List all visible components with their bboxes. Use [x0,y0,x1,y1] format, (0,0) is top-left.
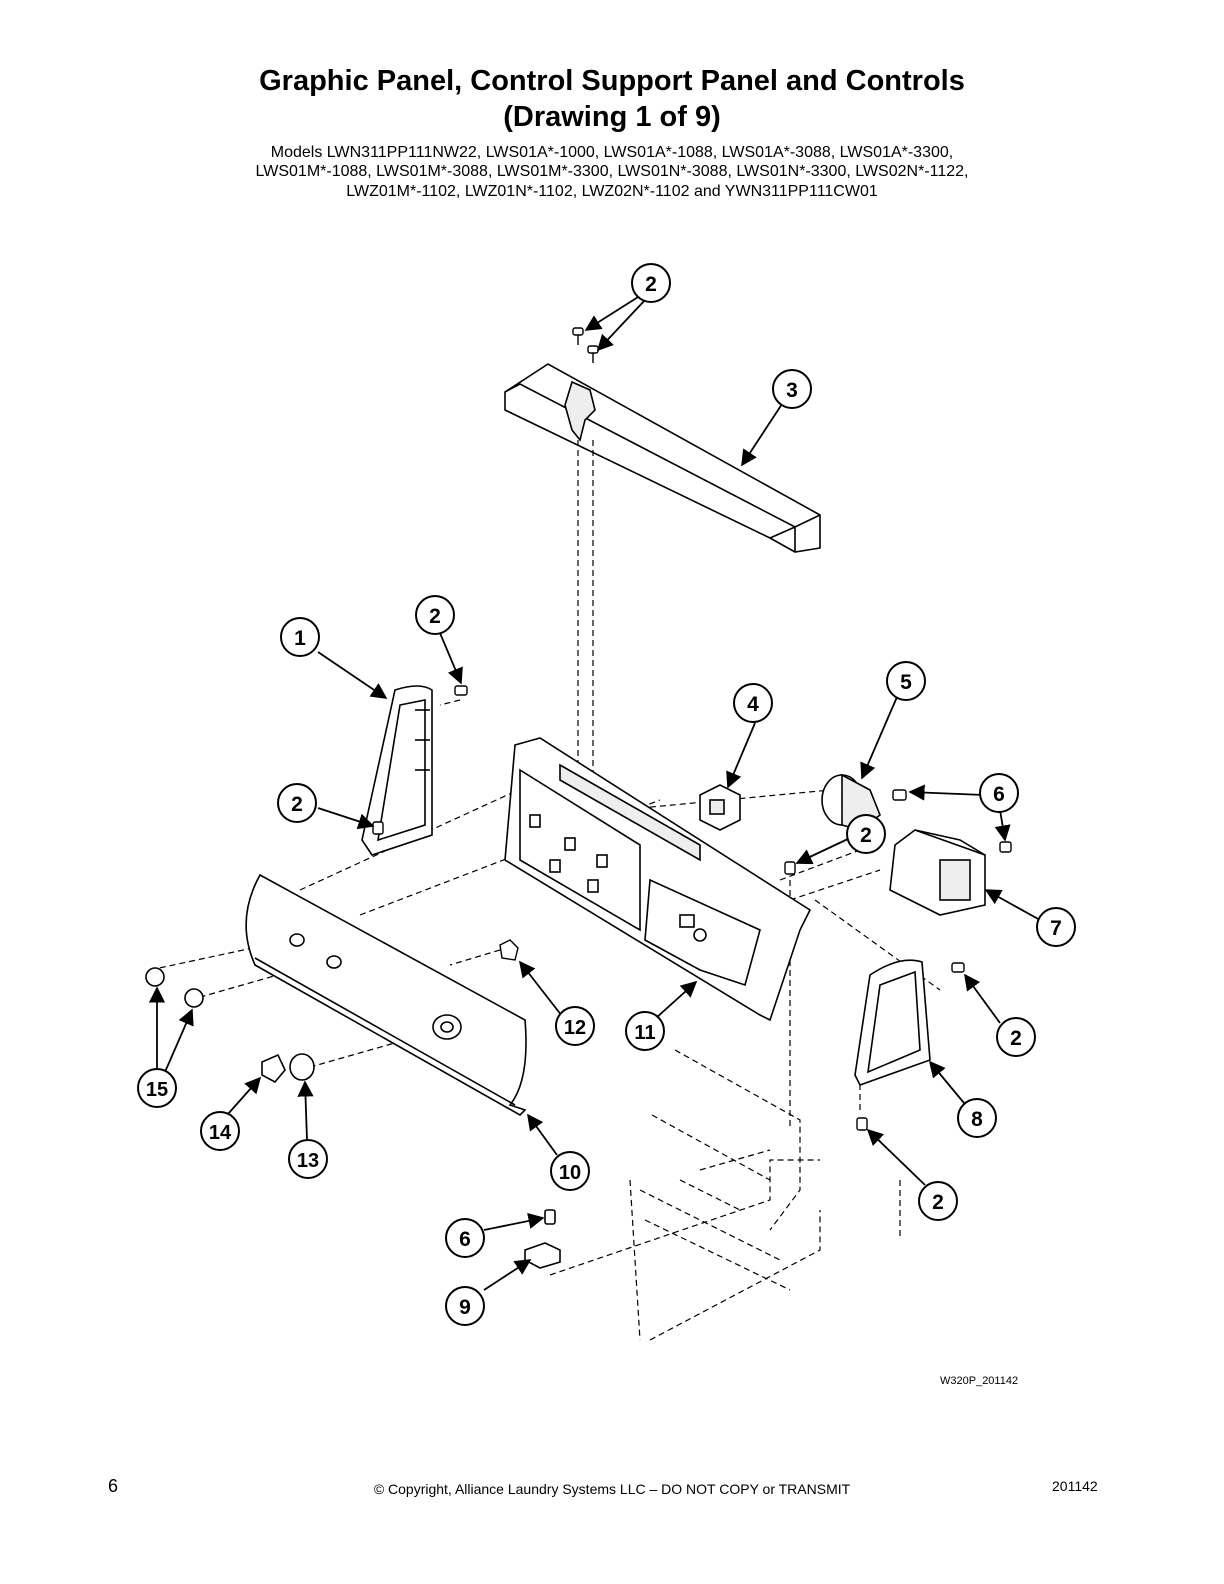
screws-top [572,327,599,363]
svg-text:7: 7 [1050,917,1062,940]
svg-text:4: 4 [747,693,759,716]
models-line-1: Models LWN311PP111NW22, LWS01A*-1000, LW… [270,144,954,161]
screw-part5 [892,789,907,801]
svg-text:8: 8 [971,1108,983,1131]
svg-text:15: 15 [146,1079,168,1101]
part-knob-and-disc [261,1053,315,1084]
callouts: 2 3 1 2 4 5 6 2 2 7 12 11 2 15 8 14 13 1… [137,263,1076,1326]
page-number: 6 [108,1476,119,1496]
callout-2-top: 2 [631,263,671,303]
callout-6-bottom: 6 [445,1218,485,1258]
part-top-panel [504,363,821,553]
callout-12: 12 [555,1006,595,1046]
svg-text:2: 2 [860,824,872,847]
svg-text:2: 2 [932,1191,944,1214]
callout-7: 7 [1036,907,1076,947]
copyright-notice: © Copyright, Alliance Laundry Systems LL… [373,1481,851,1497]
callout-14: 14 [200,1111,240,1151]
page-subtitle: (Drawing 1 of 9) [503,101,721,133]
callout-13: 13 [288,1139,328,1179]
svg-text:14: 14 [209,1122,232,1144]
drawing-code: W320P_201142 [940,1375,1019,1387]
part-left-end-cap [361,685,433,856]
callout-2-mid: 2 [846,814,886,854]
svg-text:6: 6 [993,783,1005,806]
svg-text:1: 1 [294,627,306,650]
part-switch-block [699,784,741,831]
svg-text:5: 5 [900,671,912,694]
callout-11: 11 [625,1011,665,1051]
svg-text:2: 2 [1010,1027,1022,1050]
callout-2-right: 2 [996,1017,1036,1057]
callout-3: 3 [772,369,812,409]
screws-timer [784,841,1012,875]
callout-4: 4 [733,683,773,723]
part-timer [889,829,986,916]
callout-1: 1 [280,617,320,657]
svg-text:2: 2 [291,793,303,816]
screws-left-cap [372,685,468,835]
document-code: 201142 [1052,1478,1098,1494]
models-line-2: LWS01M*-1088, LWS01M*-3088, LWS01M*-3300… [255,163,969,180]
callout-10: 10 [550,1151,590,1191]
svg-text:3: 3 [786,379,798,402]
svg-text:11: 11 [634,1022,655,1044]
svg-text:10: 10 [559,1162,581,1184]
callout-2-left-lower: 2 [277,783,317,823]
leader-lines [148,296,1041,1291]
callout-8: 8 [957,1098,997,1138]
callout-2-bottom: 2 [918,1181,958,1221]
svg-text:12: 12 [564,1017,586,1039]
part-graphic-panel [245,873,527,1116]
callout-6-right: 6 [979,773,1019,813]
part-control-support-panel [504,737,812,1022]
models-line-3: LWZ01M*-1102, LWZ01N*-1102, LWZ02N*-1102… [346,183,878,200]
callout-5: 5 [886,661,926,701]
part-knobs [145,967,204,1008]
page-title: Graphic Panel, Control Support Panel and… [259,65,965,97]
callout-15: 15 [137,1068,177,1108]
svg-text:2: 2 [645,273,657,296]
screws-right-cap [856,962,965,1131]
part-right-end-cap [854,959,931,1086]
part-clip [499,939,519,961]
callout-2-left-upper: 2 [415,595,455,635]
svg-text:9: 9 [459,1296,471,1319]
callout-9: 9 [445,1286,485,1326]
svg-text:13: 13 [297,1150,319,1172]
svg-text:6: 6 [459,1228,471,1251]
svg-text:2: 2 [429,605,441,628]
